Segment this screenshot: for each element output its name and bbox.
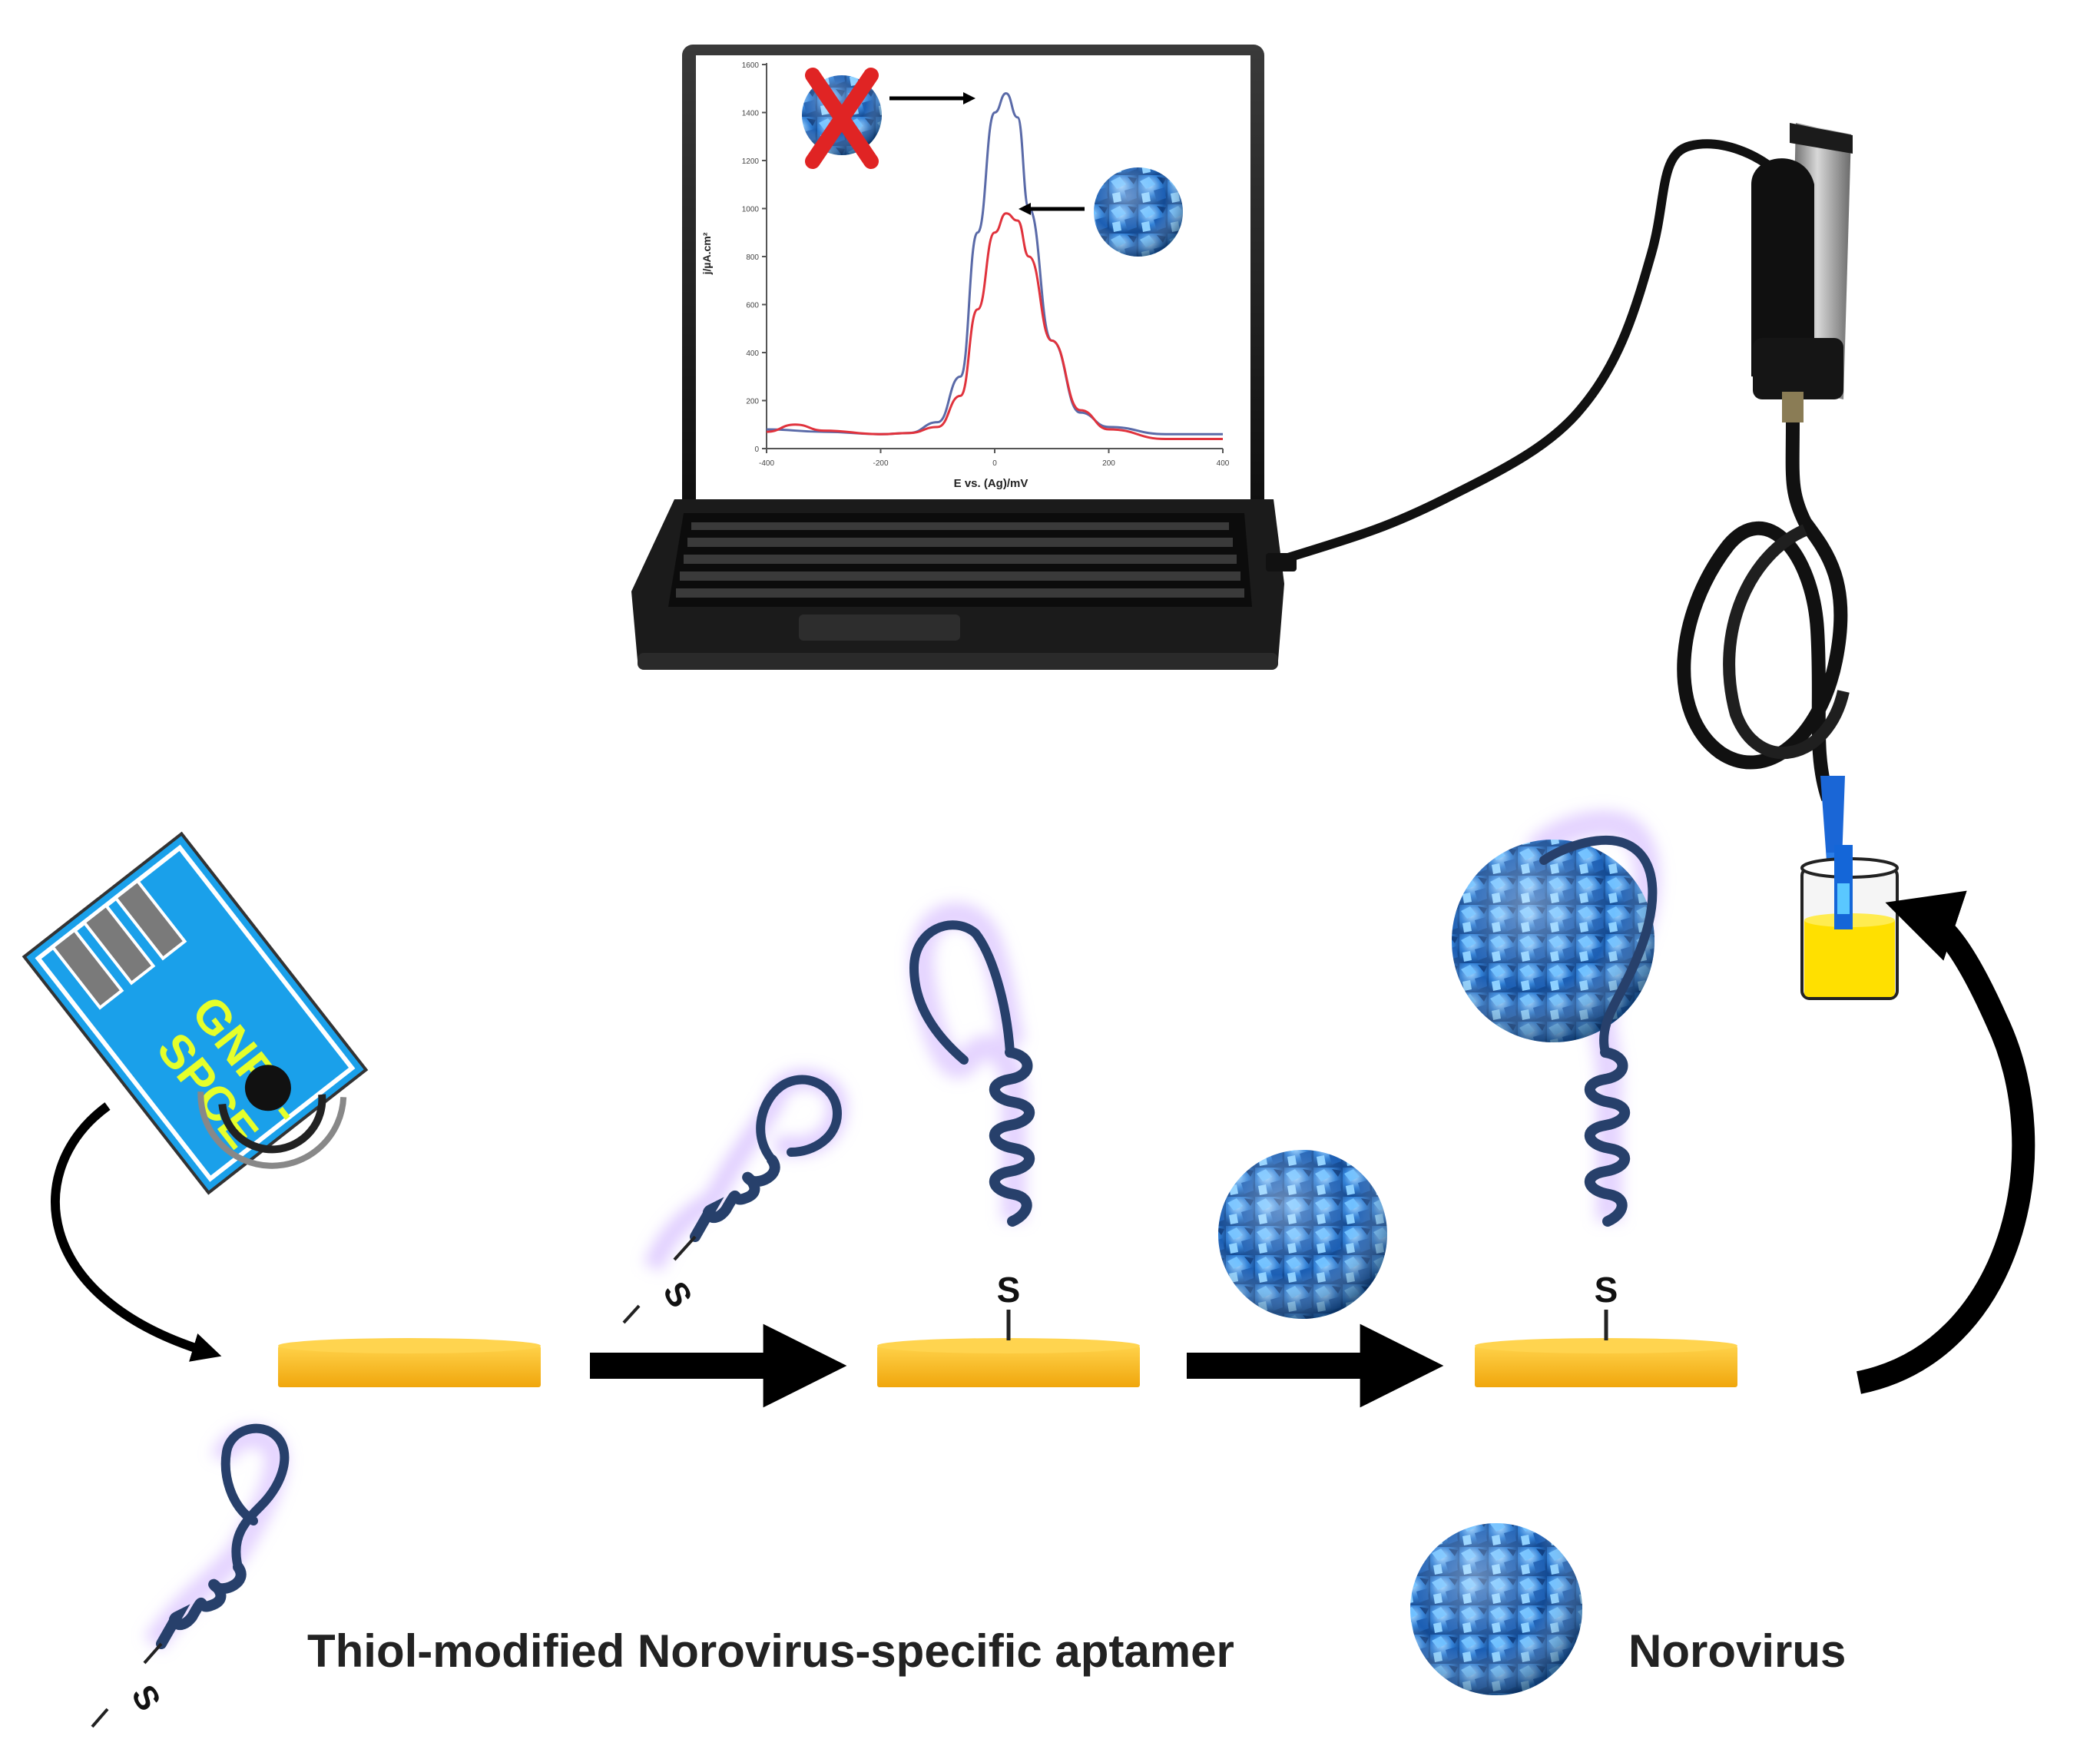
plot-y-axis-label: j/µA.cm² bbox=[701, 232, 713, 275]
aptamer-coil bbox=[1585, 1047, 1630, 1227]
reference-electrode bbox=[197, 1092, 347, 1169]
y-tick-label-6: 1200 bbox=[742, 157, 760, 166]
keyboard-keys bbox=[676, 522, 1244, 598]
counter-electrode bbox=[218, 1094, 326, 1154]
potentiostat-endcap-bottom bbox=[1753, 338, 1843, 399]
y-tick-label-1: 200 bbox=[746, 398, 759, 406]
laptop bbox=[631, 45, 1284, 670]
red-x-icon bbox=[805, 68, 879, 169]
screen-voltammogram: 0 200 400 600 800 1000 1200 1400 1600 -400 -200 0 2… bbox=[701, 61, 1230, 490]
y-tick-label-7: 1400 bbox=[742, 110, 760, 118]
gnps-spce-strip: GNPs- SPCE bbox=[22, 831, 369, 1195]
legend-aptamer-linker bbox=[143, 1642, 163, 1665]
inset-virus bbox=[1094, 167, 1183, 257]
x-tick-label-3: 200 bbox=[1102, 459, 1115, 468]
laptop-front-edge bbox=[638, 653, 1278, 670]
usb-plug bbox=[1266, 553, 1297, 571]
curved-arrow-strip-to-electrode bbox=[51, 1102, 222, 1362]
strip-contact-1 bbox=[50, 927, 124, 1010]
y-tick-label-3: 600 bbox=[746, 302, 759, 310]
potentiostat-face bbox=[1751, 158, 1814, 384]
x-tick-label-2: 0 bbox=[992, 459, 997, 468]
aptamer-coil bbox=[156, 1562, 247, 1649]
thiol-label-bound-2: S bbox=[1595, 1270, 1618, 1310]
laptop-touchpad bbox=[799, 614, 960, 641]
gold-electrode-3 bbox=[1475, 1338, 1737, 1387]
aptamer-loop bbox=[909, 920, 1015, 1065]
legend-norovirus-label: Norovirus bbox=[1628, 1625, 1847, 1677]
x-tick-label-4: 400 bbox=[1217, 459, 1230, 468]
laptop-screen bbox=[696, 55, 1250, 502]
aptamer-coil bbox=[690, 1154, 780, 1242]
strip-contact-3 bbox=[113, 878, 187, 961]
strip-inner-border bbox=[35, 844, 356, 1182]
norovirus-particle bbox=[1218, 1150, 1387, 1319]
aptamer-virus-complex: S bbox=[1452, 810, 1661, 1340]
legend-thiol-tail bbox=[91, 1708, 109, 1728]
y-tick-label-4: 800 bbox=[746, 253, 759, 262]
aptamer-linker bbox=[673, 1235, 697, 1261]
gold-electrode-1 bbox=[278, 1338, 541, 1387]
inset-crossed-virus bbox=[802, 68, 882, 169]
legend-norovirus-icon bbox=[1410, 1523, 1582, 1695]
bound-norovirus-shade bbox=[1452, 840, 1654, 1042]
free-aptamer: S bbox=[622, 1068, 848, 1324]
plot-x-axis-label: E vs. (Ag)/mV bbox=[954, 477, 1028, 490]
yellow-solution bbox=[1804, 920, 1895, 997]
immobilized-aptamer: S bbox=[909, 902, 1035, 1340]
x-tick-label-0: -400 bbox=[759, 459, 774, 468]
aptamer-loop bbox=[220, 1423, 290, 1572]
potentiostat-endcap-top bbox=[1790, 123, 1853, 154]
y-tick-label-5: 1000 bbox=[742, 206, 760, 214]
x-tick-label-1: -200 bbox=[873, 459, 888, 468]
usb-cable bbox=[1277, 139, 1786, 565]
voltammogram-series-1 bbox=[766, 212, 1223, 441]
y-tick-label-0: 0 bbox=[754, 446, 759, 454]
potentiostat bbox=[1266, 123, 1853, 891]
thiol-tail-free bbox=[622, 1304, 641, 1324]
strip-tip bbox=[1837, 883, 1850, 914]
beaker bbox=[1800, 845, 1899, 1000]
aptamer-loop bbox=[1539, 835, 1658, 1057]
thiol-label-free: S bbox=[655, 1276, 699, 1314]
y-tick-label-2: 400 bbox=[746, 349, 759, 358]
working-electrode bbox=[244, 1065, 291, 1111]
aptamer-loop bbox=[756, 1075, 843, 1164]
electrode-cable-loop bbox=[1723, 524, 1850, 760]
legend-aptamer-label: Thiol-modified Norovirus-specific aptame… bbox=[307, 1625, 1234, 1677]
thiol-label-bound-1: S bbox=[997, 1270, 1021, 1310]
y-tick-label-8: 1600 bbox=[742, 61, 760, 70]
strip-contact-2 bbox=[81, 903, 156, 986]
legend-thiol-label: S bbox=[124, 1679, 167, 1718]
connector bbox=[1782, 392, 1804, 422]
aptamer-coil bbox=[989, 1047, 1035, 1227]
blue-clip bbox=[1820, 776, 1845, 860]
legend-aptamer-icon: S bbox=[91, 1423, 290, 1728]
gold-electrode-2 bbox=[877, 1338, 1140, 1387]
curved-arrow-to-beaker bbox=[1856, 890, 2035, 1394]
electrode-cable bbox=[1677, 422, 1848, 801]
